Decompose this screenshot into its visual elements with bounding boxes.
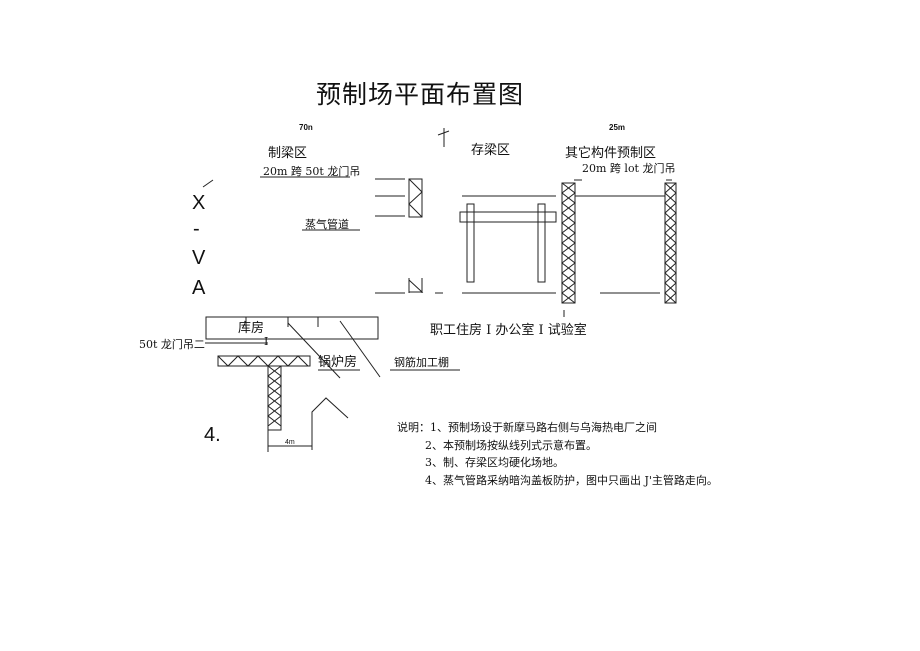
boiler-leader-2	[339, 320, 381, 378]
gantry-50t-label: 50t 龙门吊二	[139, 338, 205, 351]
dimension-left-label: 70n	[299, 123, 313, 132]
vertical-letter-2: -	[193, 218, 200, 240]
gate-outline	[311, 397, 349, 440]
note-3: 3、制、存梁区均硬化场地。	[425, 456, 564, 469]
warehouse-label: 库房	[238, 321, 265, 336]
crane-label-10t: 20m 跨 lot 龙门吊	[582, 162, 676, 175]
gantry-truss-lower	[408, 278, 424, 293]
note-1: 说明：1、预制场设于新摩马路右侧与乌海热电厂之间	[397, 421, 657, 434]
gantry-truss-right-1	[561, 182, 576, 304]
staff-offices-label: 职工住房 I 办公室 I 试验室	[430, 323, 587, 338]
gantry-truss-right-2	[664, 182, 677, 304]
note-4: 4、蒸气管路采纳暗沟盖板防护，图中只画出 J'主管路走向。	[425, 474, 718, 487]
boiler-leader-1	[287, 322, 341, 379]
dimension-4m-label: 4m	[285, 439, 295, 446]
zone-beam-making: 制梁区	[268, 146, 308, 161]
gantry-50t-truss-horizontal	[217, 355, 311, 367]
boiler-room-label: 锅炉房	[318, 355, 358, 370]
north-arrow-icon	[437, 128, 450, 147]
zone-other-components: 其它构件预制区	[565, 146, 657, 161]
vertical-letter-1: X	[192, 192, 206, 214]
bottom-left-mark: 4.	[204, 424, 221, 446]
dimension-right-label: 25m	[609, 123, 626, 132]
small-i-mark: I	[264, 335, 269, 348]
vertical-letter-4: A	[192, 277, 206, 299]
rebar-shed-label: 钢筋加工棚	[394, 356, 449, 369]
steam-pipe-label: 蒸气管道	[305, 218, 349, 231]
vertical-letter-3: V	[192, 247, 206, 269]
storage-frame	[459, 195, 557, 283]
warehouse-building	[205, 316, 379, 340]
dimension-4m	[267, 442, 313, 450]
axis-tick	[202, 179, 214, 188]
zone-beam-storage: 存梁区	[471, 143, 511, 158]
crane-rail-top	[375, 178, 405, 217]
gantry-50t-truss-vertical	[267, 365, 282, 431]
crane-label-50t: 20m 跨 50t 龙门吊	[263, 165, 361, 178]
page-title: 预制场平面布置图	[316, 80, 525, 109]
gantry-truss-upper	[408, 178, 423, 218]
note-2: 2、本预制场按纵线列式示意布置。	[425, 439, 597, 452]
